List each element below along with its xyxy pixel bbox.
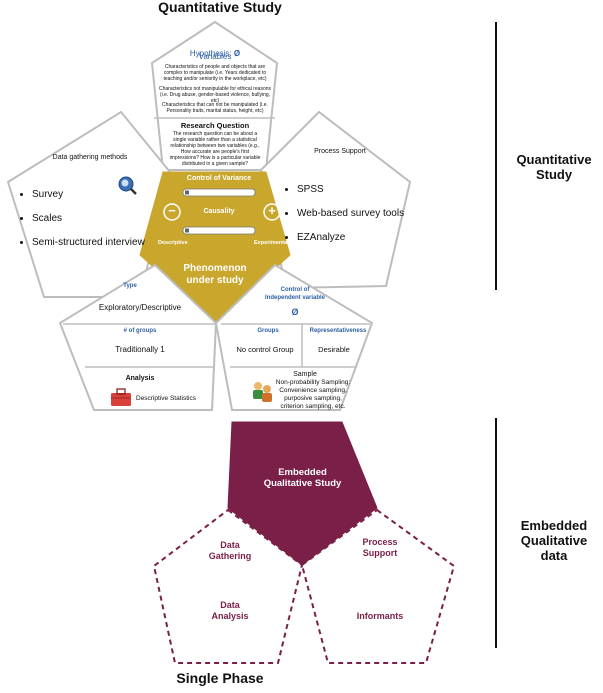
- experimental-label: Experimental: [254, 240, 289, 246]
- people-icon: [253, 382, 272, 402]
- process-support-title: Process Support: [314, 148, 366, 155]
- embedded-qualitative-label: Embedded Qualitative Study: [263, 467, 342, 489]
- qual-informants-label: Informants: [356, 611, 404, 621]
- control-independent-label: Control of Independent variable: [264, 287, 325, 301]
- control-independent-symbol: Ø: [291, 307, 299, 317]
- descriptive-label: Descriptive: [158, 240, 188, 246]
- list-item: Scales: [32, 213, 182, 225]
- list-item: SPSS: [297, 184, 422, 196]
- type-label: Type: [123, 283, 137, 289]
- representativeness-value: Desirable: [318, 345, 350, 354]
- variables-text-2: Characteristics not manipulable for ethi…: [159, 86, 271, 104]
- process-support-list: SPSS Web-based survey tools EZAnalyze: [283, 172, 422, 256]
- variables-text-1: Characteristics of people and objects th…: [163, 64, 267, 82]
- toolbox-icon: [111, 388, 131, 406]
- qual-right-pentagon: [300, 508, 456, 664]
- groups-count-label: # of groups: [123, 328, 157, 334]
- top-title: Quantitative Study: [158, 0, 282, 15]
- type-value: Exploratory/Descriptive: [98, 303, 182, 312]
- qual-left-pentagon: [152, 508, 304, 664]
- research-question-text: The research question can be about a sin…: [169, 131, 261, 167]
- list-item: Web-based survey tools: [297, 208, 422, 220]
- list-item: EZAnalyze: [297, 232, 422, 244]
- variables-text-3: Characteristics that can not be manipula…: [162, 102, 268, 114]
- groups-label: Groups: [257, 328, 279, 334]
- data-gathering-list: Survey Scales Semi-structured interview: [18, 177, 182, 261]
- side-label-qualitative: Embedded Qualitative data: [520, 518, 588, 563]
- groups-count-value: Traditionally 1: [115, 345, 165, 354]
- research-question-label: Research Question: [180, 121, 250, 130]
- analysis-label: Analysis: [125, 375, 155, 382]
- type-pentagon: [58, 263, 218, 411]
- qual-data-analysis-label: Data Analysis: [211, 600, 249, 621]
- control-pentagon: [214, 263, 374, 411]
- data-gathering-title: Data gathering methods: [52, 154, 128, 161]
- qual-process-support-label: Process Support: [362, 537, 398, 558]
- sample-text: Non-probability Sampling: Convenience sa…: [275, 379, 351, 410]
- variables-label: Variables: [198, 52, 232, 61]
- hypothesis-pentagon: [150, 20, 279, 171]
- qual-data-gathering-label: Data Gathering: [208, 540, 252, 561]
- control-of-variance-label: Control of Variance: [186, 175, 252, 182]
- side-label-quantitative: Quantitative Study: [516, 152, 592, 182]
- analysis-value: Descriptive Statistics: [136, 395, 196, 402]
- list-item: Semi-structured interview: [32, 237, 182, 249]
- minus-icon: −: [168, 203, 176, 218]
- representativeness-label: Representativeness: [309, 328, 367, 334]
- hypothesis-label: Hypothesis: Ø: [189, 49, 241, 58]
- bottom-title: Single Phase: [176, 670, 264, 686]
- magnifier-icon: [118, 176, 137, 195]
- sample-label: Sample: [293, 371, 317, 378]
- phenomenon-label: Phenomenon under study: [183, 263, 247, 286]
- list-item: Survey: [32, 189, 182, 201]
- groups-value: No control Group: [236, 345, 294, 354]
- causality-label: Causality: [203, 208, 235, 215]
- plus-icon: +: [268, 203, 276, 218]
